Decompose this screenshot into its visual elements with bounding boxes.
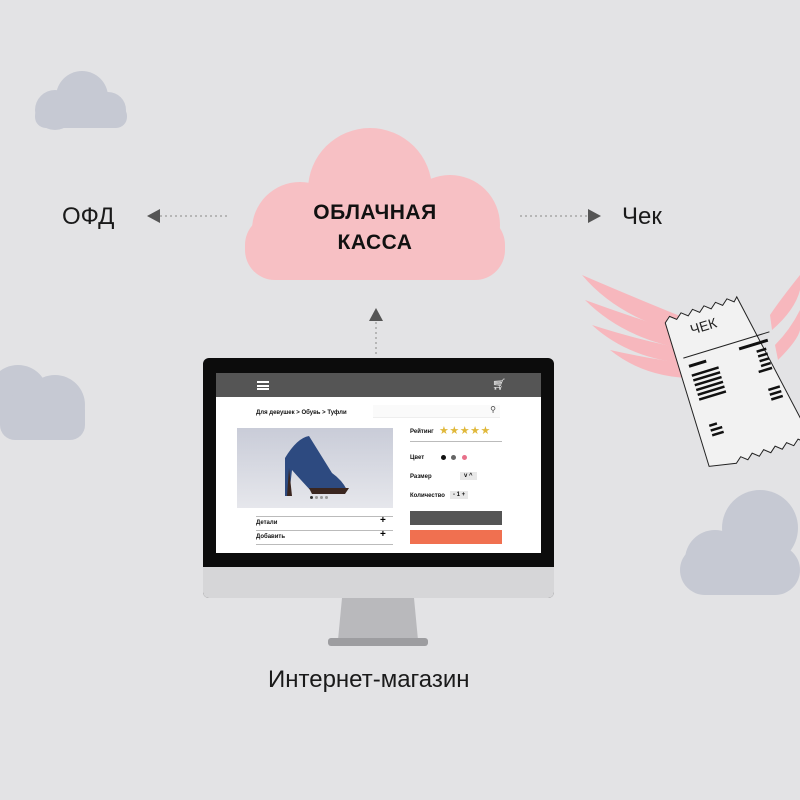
receipt-icon xyxy=(664,295,800,467)
rating-stars[interactable]: ★★★★★ xyxy=(439,425,491,437)
rating-label: Рейтинг xyxy=(410,429,434,435)
menu-icon[interactable] xyxy=(257,381,269,390)
color-swatch-black[interactable] xyxy=(441,455,446,460)
cart-icon[interactable]: 🛒︎ xyxy=(492,379,506,391)
shop-screen: 🛒︎ Для девушек > Обувь > Туфли ⚲ Рейтинг… xyxy=(216,373,541,553)
quantity-label: Количество xyxy=(410,493,445,499)
wings-icon xyxy=(582,275,800,378)
shoe-icon xyxy=(285,436,349,496)
breadcrumb-sep: > xyxy=(296,410,300,416)
search-input[interactable]: ⚲ xyxy=(373,405,500,418)
plus-icon[interactable]: + xyxy=(380,515,386,526)
shop-header xyxy=(216,373,541,397)
monitor-label: Интернет-магазин xyxy=(268,666,470,693)
breadcrumb-sep: > xyxy=(322,410,326,416)
arrow-left-icon xyxy=(147,209,160,223)
breadcrumb-item[interactable]: Обувь xyxy=(301,410,321,416)
pink-cloud-icon xyxy=(245,128,505,280)
ofd-label: ОФД xyxy=(62,203,115,230)
arrow-right-icon xyxy=(588,209,601,223)
quantity-stepper[interactable]: - 1 + xyxy=(450,491,469,499)
size-label: Размер xyxy=(410,474,432,480)
search-icon: ⚲ xyxy=(490,405,496,414)
color-label: Цвет xyxy=(410,455,425,461)
size-stepper[interactable]: v ^ xyxy=(460,472,477,480)
details-label[interactable]: Детали xyxy=(256,520,278,526)
buy-button[interactable] xyxy=(410,511,502,525)
add-to-cart-button[interactable] xyxy=(410,530,502,544)
arrow-up-icon xyxy=(369,308,383,321)
color-swatch-gray[interactable] xyxy=(451,455,456,460)
product-image[interactable] xyxy=(237,428,393,508)
plus-icon[interactable]: + xyxy=(380,529,386,540)
breadcrumb-item[interactable]: Туфли xyxy=(327,410,347,416)
breadcrumb: Для девушек > Обувь > Туфли xyxy=(256,410,347,416)
breadcrumb-item[interactable]: Для девушек xyxy=(256,410,295,416)
gray-cloud-icon xyxy=(0,71,800,595)
add-label[interactable]: Добавить xyxy=(256,534,286,540)
receipt-label: Чек xyxy=(622,203,662,230)
cloud-title: ОБЛАЧНАЯ КАССА xyxy=(275,198,475,258)
color-swatch-pink[interactable] xyxy=(462,455,467,460)
cloud-title-line2: КАССА xyxy=(337,231,413,254)
cloud-title-line1: ОБЛАЧНАЯ xyxy=(313,201,437,224)
